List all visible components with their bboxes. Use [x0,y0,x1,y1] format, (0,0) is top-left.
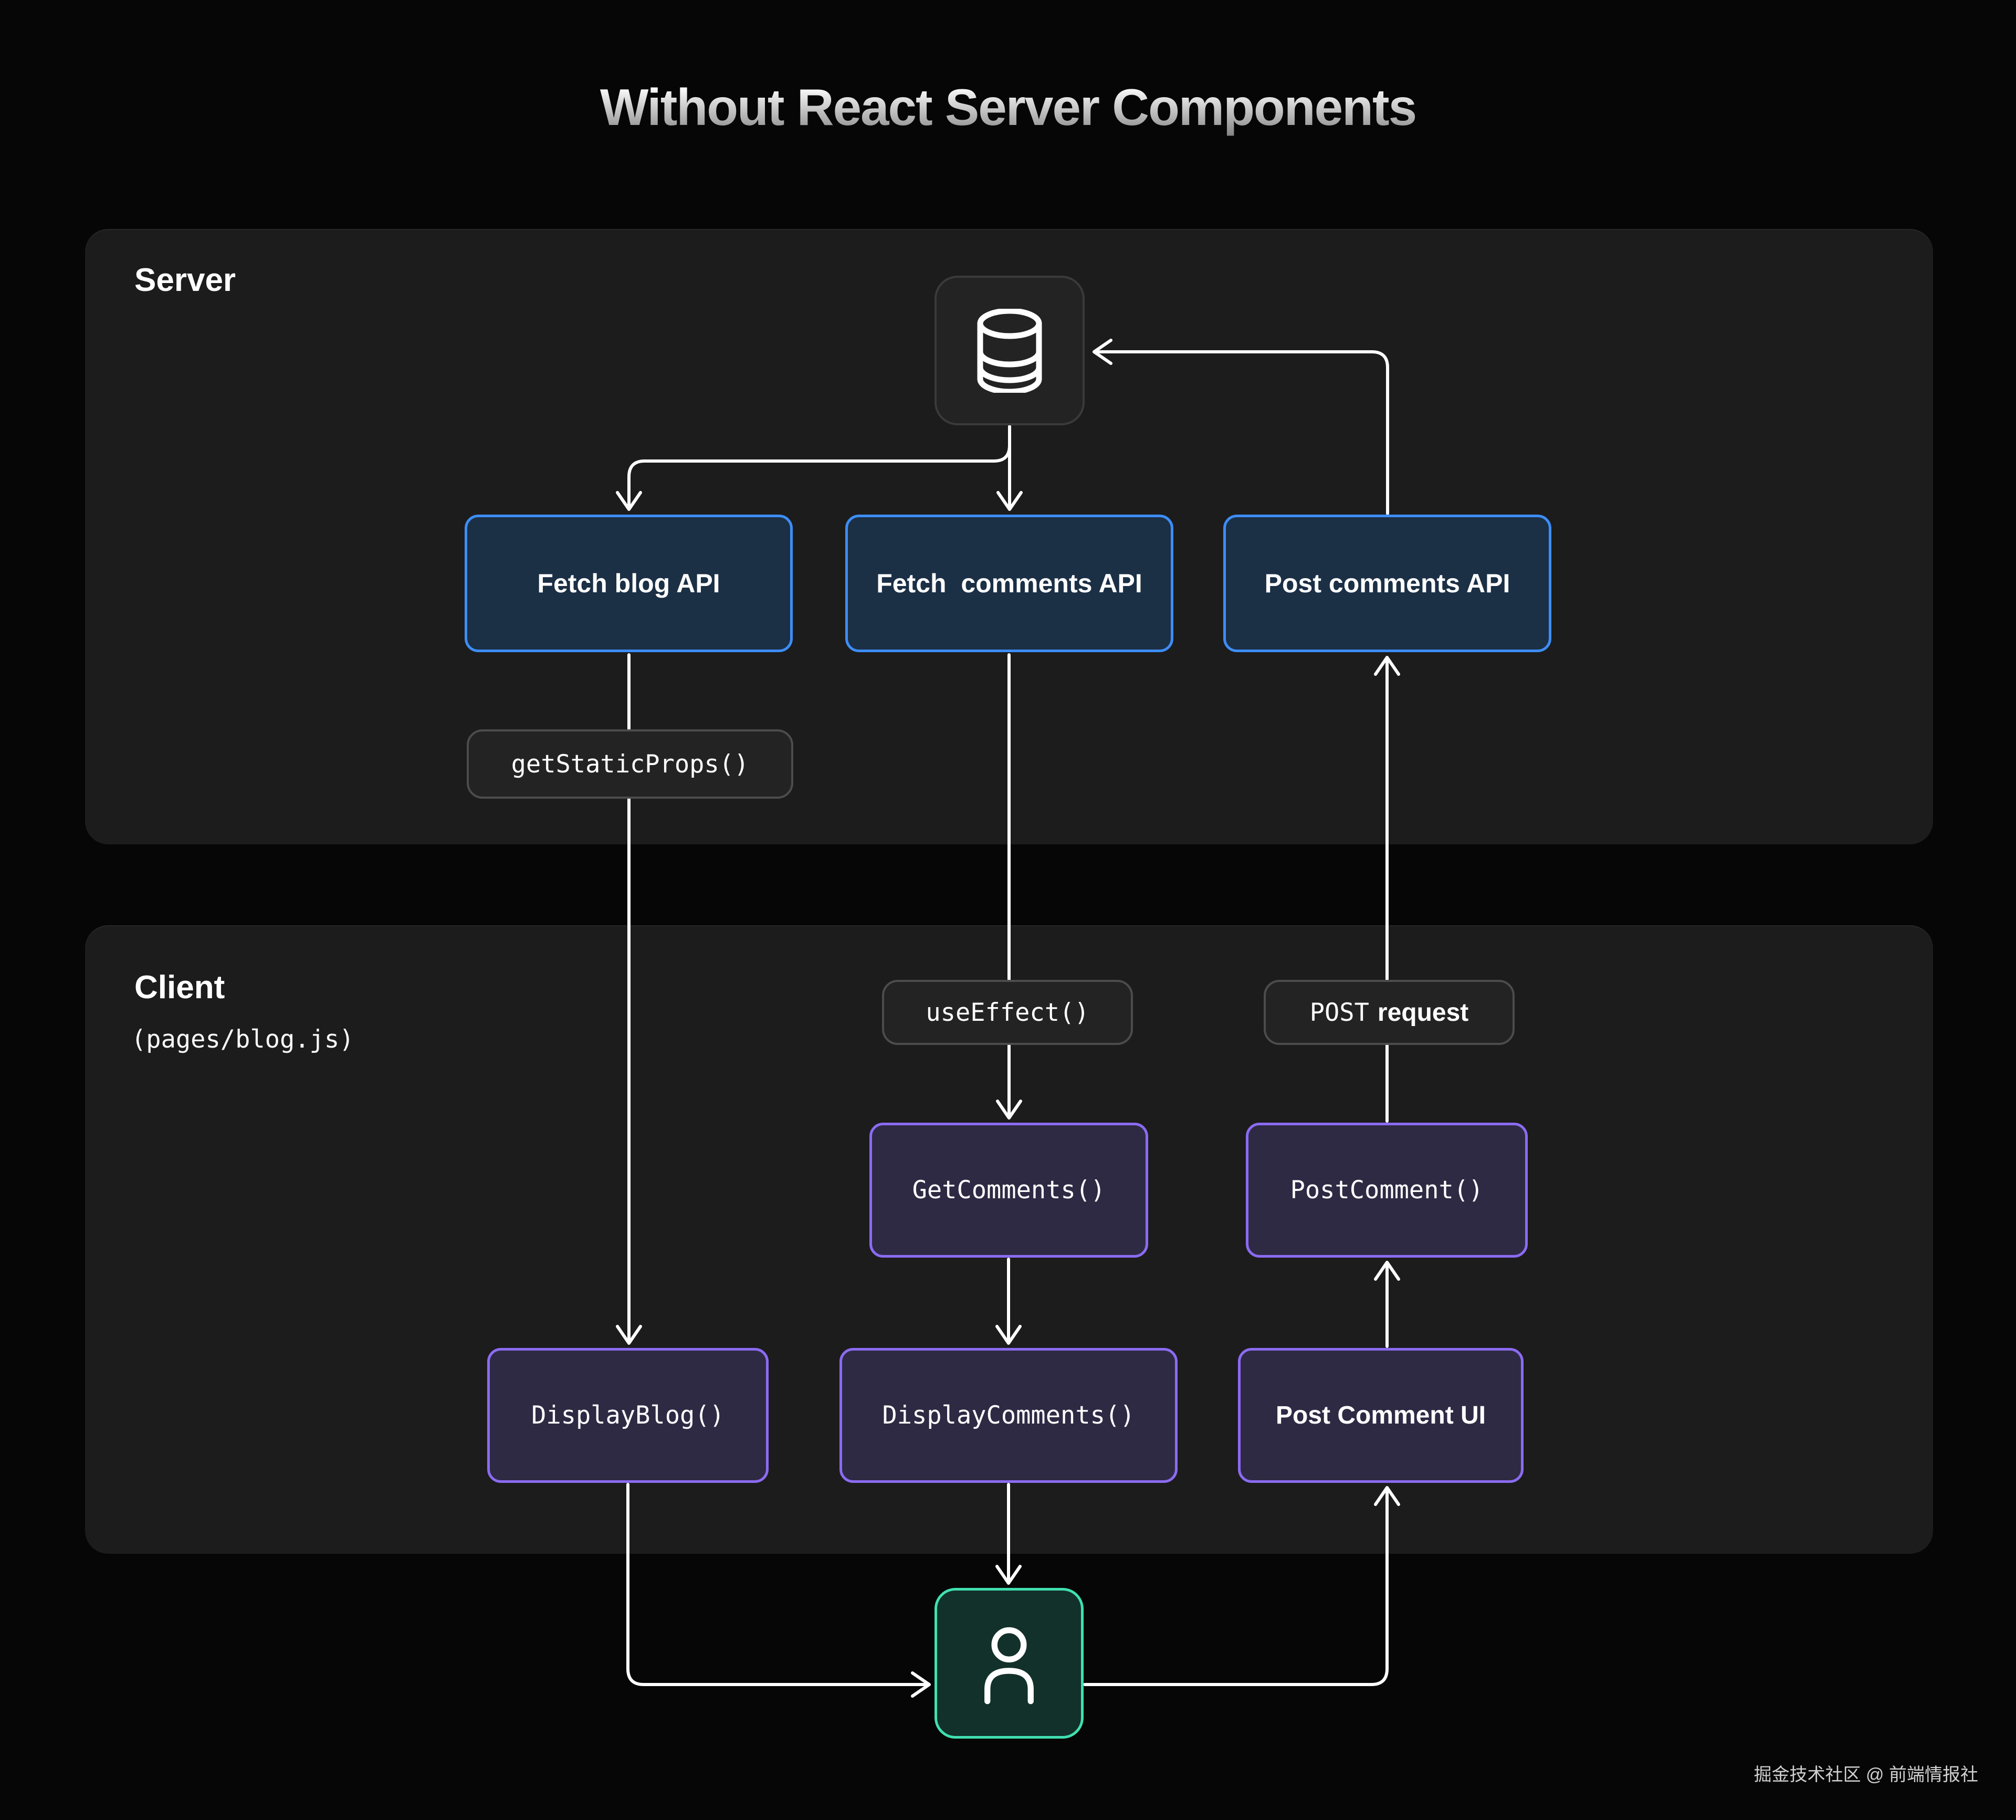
post-request-node: POST request [1264,980,1515,1045]
fetch-blog-api-node: Fetch blog API [465,515,793,652]
display-comments-label: DisplayComments() [882,1401,1135,1430]
database-icon [970,308,1049,393]
post-request-label-mono: POST [1309,998,1369,1027]
get-static-props-label: getStaticProps() [511,749,749,779]
client-panel-sublabel: (pages/blog.js) [131,1025,354,1054]
display-comments-node: DisplayComments() [839,1348,1178,1483]
watermark-text: 掘金技术社区 @ 前端情报社 [1754,1765,1978,1785]
post-comments-api-node: Post comments API [1223,515,1551,652]
get-comments-label: GetComments() [912,1176,1106,1205]
post-comment-label: PostComment() [1290,1176,1484,1205]
display-blog-label: DisplayBlog() [531,1401,724,1430]
fetch-comments-api-label: Fetch comments API [876,569,1142,598]
post-comment-ui-label: Post Comment UI [1275,1401,1486,1429]
fetch-blog-api-label: Fetch blog API [537,569,720,598]
get-comments-node: GetComments() [869,1123,1148,1258]
use-effect-label: useEffect() [926,998,1089,1027]
user-node [934,1588,1084,1739]
client-panel-label: Client [134,969,225,1006]
post-comment-node: PostComment() [1246,1123,1528,1258]
post-comment-ui-node: Post Comment UI [1238,1348,1524,1483]
fetch-comments-api-node: Fetch comments API [845,515,1173,652]
user-icon [970,1620,1048,1707]
diagram-title: Without React Server Components [0,78,2016,137]
get-static-props-node: getStaticProps() [467,729,793,799]
use-effect-node: useEffect() [882,980,1133,1045]
database-node [934,276,1085,425]
post-request-label-bold: request [1377,998,1469,1027]
display-blog-node: DisplayBlog() [487,1348,769,1483]
server-panel-label: Server [134,262,236,298]
post-comments-api-label: Post comments API [1264,569,1510,598]
